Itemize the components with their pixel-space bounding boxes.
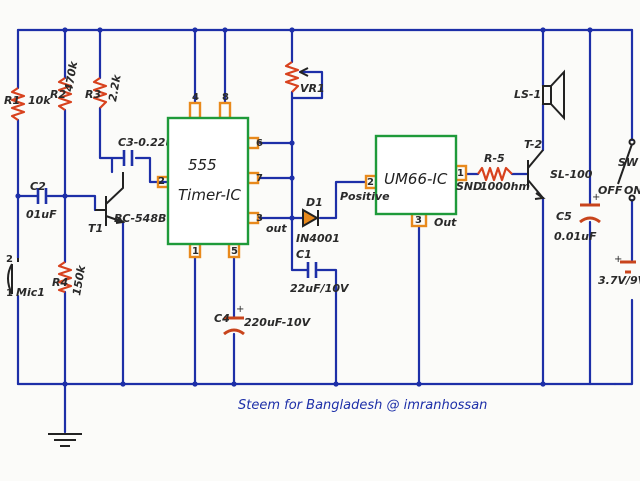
resistor-r4: R4 150k — [52, 261, 88, 297]
wire-555-gnd — [193, 255, 236, 386]
c3-ref: C3-0.22uF — [118, 136, 181, 149]
mic-ref: Mic1 — [16, 286, 45, 299]
pin-555-5: 5 — [231, 246, 238, 257]
pin-555-1: 1 — [192, 246, 199, 257]
wire-c1 — [290, 218, 338, 386]
resistor-r5: R-5 1000hm — [477, 152, 530, 193]
ground-icon — [48, 433, 82, 447]
um66-out-label: Out — [434, 216, 457, 229]
c4-ref: C4 — [214, 312, 230, 325]
capacitor-c2: C2 01uF — [26, 180, 57, 221]
mic-pin2: 2 — [6, 254, 13, 265]
capacitor-c1: C1 22uF/10V — [290, 248, 350, 295]
diode-d1: D1 IN4001 — [296, 196, 340, 245]
sw-off: OFF — [598, 184, 623, 197]
capacitor-c5: + C5 0.01uF — [554, 192, 601, 243]
c4-plus: + — [236, 304, 244, 315]
pin-555-4: 4 — [192, 92, 199, 103]
r5-value: 1000hm — [480, 180, 530, 193]
vr1-ref: VR1 — [300, 82, 325, 95]
t1-type: BC-548B — [114, 212, 166, 225]
speaker-icon — [550, 69, 565, 121]
battery-icon — [620, 260, 636, 274]
footer-credit: Steem for Bangladesh @ imranhossan — [238, 398, 487, 413]
capacitor-c4: + C4 220uF-10V — [214, 304, 312, 336]
r2-value: 470k — [62, 60, 80, 94]
d1-ref: D1 — [306, 196, 323, 209]
pin-555-6: 6 — [256, 138, 263, 149]
transistor-t1: T1 BC-548B — [88, 172, 166, 235]
pin-555-3: 3 — [256, 213, 263, 224]
ic-555-line2: Timer-IC — [178, 186, 241, 204]
r4-ref: R4 — [52, 276, 68, 289]
r1-ref: R1 — [4, 94, 20, 107]
c2-ref: C2 — [30, 180, 46, 193]
sw-on: ON — [624, 184, 640, 197]
capacitor-c3: C3-0.22uF — [118, 136, 181, 166]
speaker-ls1: LS-1 — [514, 69, 565, 121]
wire-r3-column — [98, 28, 170, 184]
wire-vr1-wiper — [290, 70, 324, 100]
c4-value: 220uF-10V — [244, 316, 312, 329]
pin-um66-2: 2 — [367, 177, 374, 188]
wire-switch-battery — [613, 28, 634, 386]
resistor-r2: R2 470k — [50, 60, 80, 111]
t2-ref: T-2 — [524, 138, 542, 151]
variable-resistor-vr1: VR1 — [284, 61, 325, 95]
switch-icon — [617, 143, 633, 185]
wire-555-vcc — [193, 28, 227, 105]
wire-vr1-column — [256, 28, 294, 222]
battery-plus: + — [614, 254, 622, 265]
microphone-icon — [7, 263, 13, 295]
um66-name: UM66-IC — [384, 170, 448, 188]
mic-pin1: 1 — [6, 288, 13, 299]
r4-value: 150k — [70, 264, 88, 297]
r3-ref: R3 — [85, 88, 101, 101]
d1-type: IN4001 — [296, 232, 340, 245]
resistor-r1: R1 10k — [4, 87, 51, 121]
pin-555-8: 8 — [222, 92, 229, 103]
r5-ref: R-5 — [484, 152, 505, 165]
battery: + 3.7V/9V — [598, 254, 640, 287]
wiring — [16, 28, 634, 447]
ic-555-timer: 555 Timer-IC 4 8 6 2 7 3 out 1 5 — [156, 92, 287, 259]
c1-ref: C1 — [296, 248, 312, 261]
sw-ref: SW — [618, 156, 639, 169]
ic-555-line1: 555 — [188, 156, 217, 174]
battery-value: 3.7V/9V — [598, 274, 640, 287]
ic-um66: UM66-IC 2 1 3 Positive Out SND — [340, 134, 482, 229]
t1-ref: T1 — [88, 222, 103, 235]
speaker-ref: LS-1 — [514, 88, 541, 101]
c2-value: 01uF — [26, 208, 57, 221]
c5-value: 0.01uF — [554, 230, 597, 243]
c5-ref: C5 — [556, 210, 572, 223]
r1-value: 10k — [28, 94, 51, 107]
t2-type: SL-100 — [550, 168, 593, 181]
r3-value: 2.2k — [106, 73, 124, 102]
pin-555-2: 2 — [158, 176, 165, 187]
c5-plus: + — [592, 192, 600, 203]
pin-555-7: 7 — [256, 173, 263, 184]
pin-um66-1: 1 — [457, 168, 464, 179]
transistor-t2: T-2 SL-100 — [524, 138, 593, 200]
pin-555-3-label: out — [266, 222, 287, 235]
gnd-label: SND — [456, 180, 482, 193]
pin-um66-3: 3 — [415, 215, 422, 226]
junctions — [15, 27, 593, 387]
c1-value: 22uF/10V — [290, 282, 350, 295]
microphone-mic1: 2 1 Mic1 — [6, 254, 45, 299]
um66-in-label: Positive — [340, 190, 390, 203]
resistor-r3: R3 2.2k — [85, 73, 124, 109]
r2-ref: R2 — [50, 88, 66, 101]
switch-sw: SW OFF ON — [598, 138, 640, 202]
wire-pin3-d1 — [256, 180, 368, 220]
